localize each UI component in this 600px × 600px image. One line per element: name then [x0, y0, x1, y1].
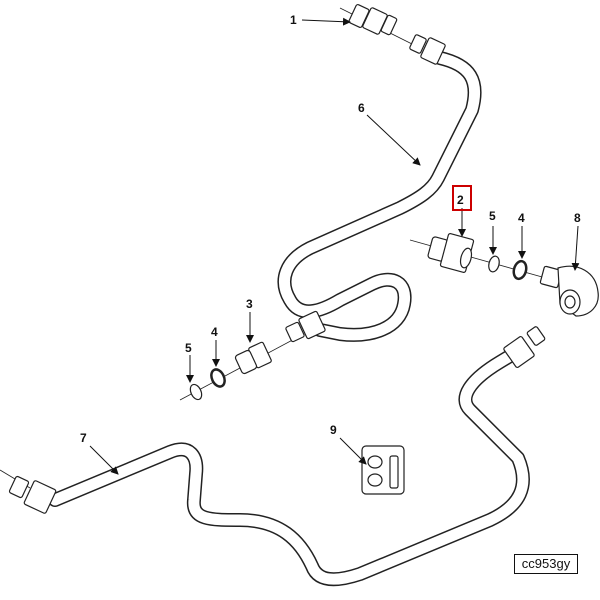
callout-1: 1: [290, 13, 297, 27]
tube-7-right-nut: [503, 326, 546, 368]
callout-4-left: 4: [211, 325, 218, 339]
callout-8: 8: [574, 211, 581, 225]
tube-6-lower-nut: [285, 310, 326, 343]
adapter-part-3: [234, 341, 272, 375]
tube-6-upper-nut: [409, 34, 446, 65]
callout-5-left: 5: [185, 341, 192, 355]
callout-6: 6: [358, 101, 365, 115]
callout-3: 3: [246, 297, 253, 311]
seal-part-5-left: [189, 383, 203, 401]
callout-7: 7: [80, 431, 87, 445]
callout-4-right: 4: [518, 211, 525, 225]
tube-6: [277, 51, 482, 342]
hex-adapter-part-2: [427, 233, 475, 273]
clamp-part-9: [361, 445, 405, 495]
callout-2: 2: [457, 193, 464, 207]
callout-5-right: 5: [489, 209, 496, 223]
o-ring-part-4-left: [210, 368, 226, 388]
figure-code: cc953gy: [514, 554, 578, 574]
callout-labels: 1 2 3 4 4 5 5 6 7 8 9: [80, 13, 581, 445]
highlight-box-part-2: [452, 185, 472, 211]
tube-7: [48, 343, 530, 587]
seal-part-5-right: [488, 255, 500, 273]
elbow-part-8: [539, 265, 599, 317]
callout-leaders: [89, 17, 580, 475]
callout-9: 9: [330, 423, 337, 437]
fitting-part-1: [348, 4, 398, 36]
o-ring-part-4-right: [512, 259, 528, 281]
tube-7-left-nut: [8, 475, 57, 514]
